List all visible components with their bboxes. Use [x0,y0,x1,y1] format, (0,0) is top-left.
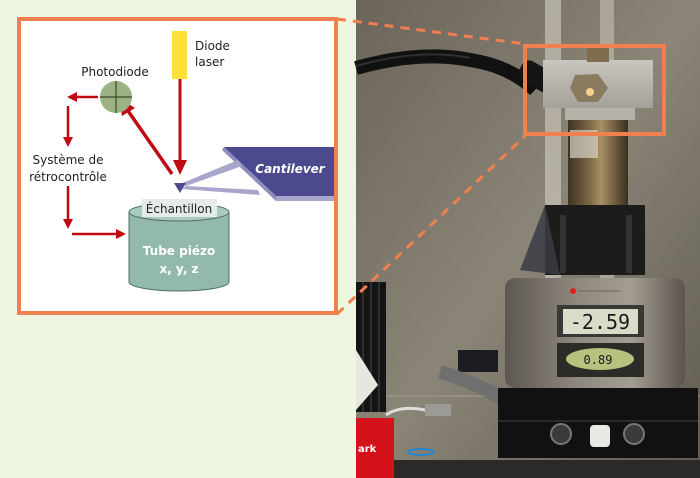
cantilever-beam-lower [182,186,260,195]
piezo-tube [128,211,230,292]
afm-photo: ark -2.59 0.89 [354,0,700,478]
feedback-label-line2: rétrocontrôle [29,170,107,184]
head-top-cylinder [587,48,609,62]
head-window [570,74,608,102]
display-secondary [566,348,634,370]
dashed-connector-bottom [335,134,527,316]
coax-connector [425,404,451,416]
arrow-to-piezo-head [116,229,126,239]
sample-label: Échantillon [146,201,212,216]
piezo-label-line2: x, y, z [159,262,198,276]
stage-knob-left [550,423,572,445]
laser-label-line1: Diode [195,39,230,53]
zoom-highlight-rectangle [523,44,666,136]
cable-bundle [520,205,560,275]
laser-label-line2: laser [195,55,224,69]
o-ring [407,448,435,456]
red-box-label: ark [358,444,377,455]
xy-stage [498,388,698,458]
cantilever-chip-bottom [276,196,334,201]
display-secondary-value: 0.89 [584,353,613,367]
arrow-to-feedback-head [63,137,73,147]
tip-light [586,88,594,96]
display-main-value: -2.59 [570,310,630,334]
stage-knob-right [623,423,645,445]
stage-knob-center [590,425,610,447]
display-main [563,309,638,334]
cantilever-label: Cantilever [255,162,326,176]
cantilever-beam-upper [180,160,242,186]
coax-cable [385,406,440,417]
laser-diode [172,31,187,79]
cantilever-tip [174,183,186,193]
arrow-photodiode-out-head [67,92,77,102]
cantilever-chip [224,147,334,196]
arrow-feedback-down-head [63,219,73,229]
paper-sheet [356,350,378,410]
laser-beam-reflected [124,106,174,176]
feedback-label-line1: Système de [33,153,104,167]
laser-beam-arrowhead [173,160,187,175]
red-box [356,418,394,478]
afm-schematic: Diode laser Photodiode Système de rétroc… [17,17,338,315]
light-guide-cable [354,49,540,96]
power-led [570,288,576,294]
photodiode-label: Photodiode [81,65,149,79]
sample-label-bg [142,199,217,217]
head-lower-plate [565,108,635,120]
connector [458,350,498,372]
granite-slab [394,460,700,478]
cantilever-chip-edge [222,147,276,201]
piezo-label-line1: Tube piézo [143,244,215,258]
